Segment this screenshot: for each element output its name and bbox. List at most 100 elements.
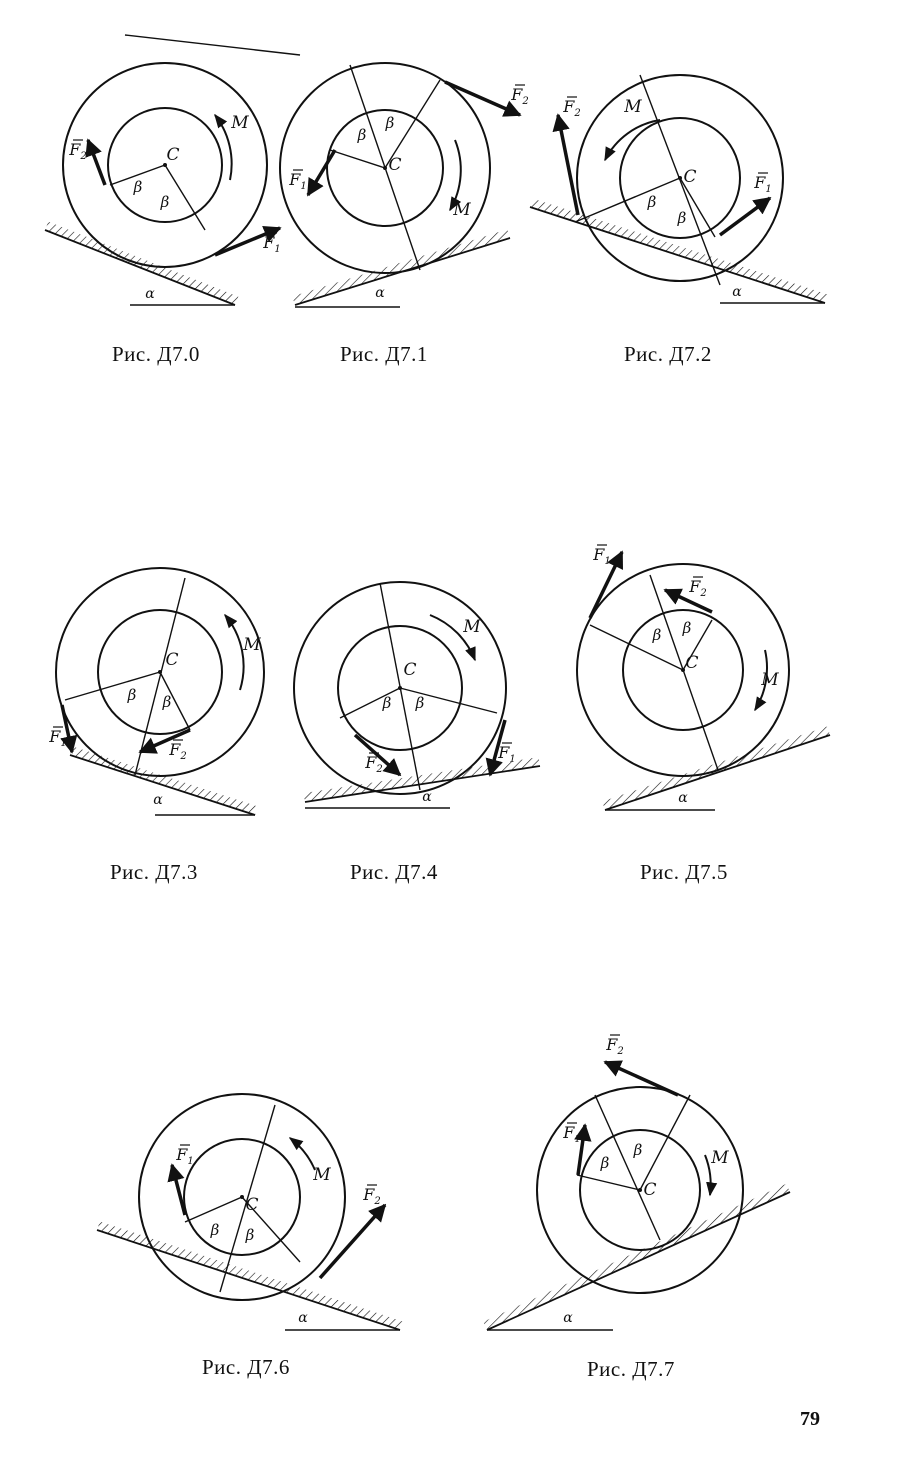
beta-ray-1: [574, 177, 681, 223]
force-f1-arrow: [718, 196, 772, 237]
force-f1-label: F1: [592, 544, 611, 567]
beta-ray-1: [109, 164, 166, 186]
beta-ray-1: [64, 671, 161, 701]
outer-circle: [279, 62, 491, 274]
beta-ray-2: [164, 164, 206, 231]
angle-alpha-label: α: [422, 789, 432, 805]
moment-arc-arrow: [754, 649, 768, 712]
force-f1-label: F1: [175, 1144, 194, 1167]
beta-ray-1: [184, 1196, 243, 1223]
beta-ray-2: [241, 1196, 301, 1263]
svg-text:F1: F1: [288, 170, 306, 192]
beta-ray-2: [384, 79, 441, 169]
force-f2-label: F2: [168, 739, 187, 762]
force-f2-arrow: [138, 728, 191, 754]
svg-text:F2: F2: [562, 97, 580, 119]
center-label: C: [643, 1180, 656, 1200]
center-point: [163, 163, 167, 167]
angle-alpha-label: α: [732, 284, 742, 300]
incline-hatching: [70, 746, 258, 815]
force-f2-arrow: [663, 588, 713, 614]
incline-hatching: [97, 1221, 403, 1330]
incline-line: [69, 754, 256, 816]
moment-arc-arrow: [449, 139, 462, 212]
beta-label-2: β: [633, 1141, 643, 1159]
incline-line: [486, 1191, 791, 1331]
force-f1-label: F1: [497, 742, 516, 765]
force-f1-label: F1: [288, 169, 307, 192]
force-f2-arrow: [353, 733, 402, 777]
outer-circle: [62, 62, 268, 268]
beta-ray-1: [589, 624, 684, 671]
force-f1-arrow: [574, 1123, 592, 1176]
moment-label: M: [452, 200, 471, 220]
beta-label-1: β: [382, 694, 392, 712]
inner-circle: [326, 109, 444, 227]
outer-circle: [55, 567, 265, 777]
center-point: [638, 1188, 642, 1192]
svg-text:F2: F2: [510, 85, 528, 107]
angle-alpha-label: α: [563, 1310, 573, 1326]
svg-text:F1: F1: [753, 173, 771, 195]
moment-label: M: [623, 97, 642, 117]
figure-caption-d7-1: Рис. Д7.1: [340, 342, 428, 366]
moment-label: M: [710, 1148, 729, 1168]
moment-label: M: [462, 617, 481, 637]
center-label: C: [403, 660, 416, 680]
moment-arc-arrow: [704, 1154, 718, 1197]
inner-circle: [97, 609, 223, 735]
beta-label-2: β: [415, 694, 425, 712]
beta-ray-2: [159, 671, 191, 731]
diameter-line: [124, 34, 301, 56]
beta-ray-1: [329, 149, 386, 169]
svg-text:F2: F2: [362, 1185, 380, 1207]
svg-text:F1: F1: [497, 743, 515, 765]
force-f2-label: F2: [362, 1184, 381, 1207]
force-f2-arrow: [318, 1203, 387, 1280]
beta-label-2: β: [162, 693, 172, 711]
diameter-line: [649, 574, 719, 771]
incline-hatching: [303, 757, 540, 802]
page-number: 79: [800, 1408, 820, 1430]
center-point: [681, 668, 685, 672]
beta-label-1: β: [600, 1154, 610, 1172]
beta-ray-2: [399, 687, 498, 714]
center-label: C: [685, 653, 698, 673]
diameter-line: [594, 1094, 661, 1241]
inner-circle: [337, 625, 463, 751]
beta-ray-1: [339, 687, 401, 719]
force-f1-label: F1: [753, 172, 772, 195]
force-f2-arrow: [552, 113, 580, 216]
force-f2-arrow: [603, 1060, 679, 1097]
svg-text:F2: F2: [688, 577, 706, 599]
svg-text:F1: F1: [262, 233, 280, 255]
moment-label: M: [312, 1165, 331, 1185]
moment-arc-arrow: [214, 113, 233, 181]
beta-ray-2: [679, 177, 716, 238]
moment-arc-arrow: [224, 613, 245, 691]
force-f1-arrow: [588, 550, 624, 619]
svg-text:F1: F1: [48, 727, 66, 749]
outer-circle: [576, 563, 790, 777]
beta-label-2: β: [245, 1226, 255, 1244]
inner-circle: [183, 1138, 301, 1256]
center-label: C: [166, 145, 179, 165]
beta-label-1: β: [357, 126, 367, 144]
angle-alpha-label: α: [298, 1310, 308, 1326]
force-f2-arrow: [85, 138, 107, 186]
figure-caption-d7-2: Рис. Д7.2: [624, 342, 712, 366]
outer-circle: [138, 1093, 346, 1301]
beta-label-1: β: [647, 193, 657, 211]
svg-text:F1: F1: [175, 1145, 193, 1167]
inner-circle: [107, 107, 223, 223]
angle-alpha-label: α: [153, 792, 163, 808]
force-f1-label: F1: [48, 726, 67, 749]
beta-ray-2: [639, 1094, 691, 1191]
outer-circle: [536, 1086, 744, 1294]
beta-ray-1: [576, 1174, 641, 1191]
